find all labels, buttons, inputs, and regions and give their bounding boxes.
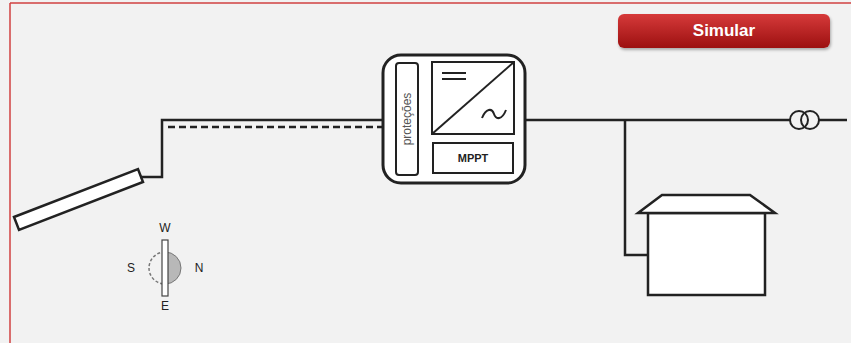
compass-west: W — [159, 221, 170, 235]
node-label: Simular — [693, 21, 755, 41]
frame-line — [9, 3, 11, 343]
house-roof — [638, 195, 775, 213]
compass-needle — [162, 240, 168, 296]
compass-east: E — [161, 299, 169, 313]
transformer-symbol — [790, 111, 808, 129]
dc-symbol — [442, 72, 466, 74]
dc-symbol — [442, 78, 466, 80]
transformer-symbol — [801, 111, 819, 129]
ac-symbol — [482, 110, 506, 118]
protection-box: proteções — [395, 62, 419, 176]
grid-wire — [819, 119, 847, 122]
node-label: MPPT — [458, 152, 489, 164]
compass-south: S — [127, 261, 135, 275]
compass-north: N — [195, 261, 204, 275]
house-wire — [625, 120, 648, 255]
simulate-button: Simular — [618, 14, 830, 48]
ac-wire — [525, 119, 790, 122]
inverter-housing — [383, 55, 525, 183]
dc-wire-dashed — [168, 126, 383, 129]
house-body — [648, 213, 765, 295]
dc-wire — [140, 120, 383, 177]
solar-panel — [14, 169, 143, 230]
mppt-box: MPPT — [432, 142, 514, 174]
dc-ac-symbol — [432, 62, 514, 134]
frame-line — [10, 2, 851, 4]
vertical-label: proteções — [400, 93, 414, 146]
dc-ac-diagonal — [432, 62, 514, 134]
